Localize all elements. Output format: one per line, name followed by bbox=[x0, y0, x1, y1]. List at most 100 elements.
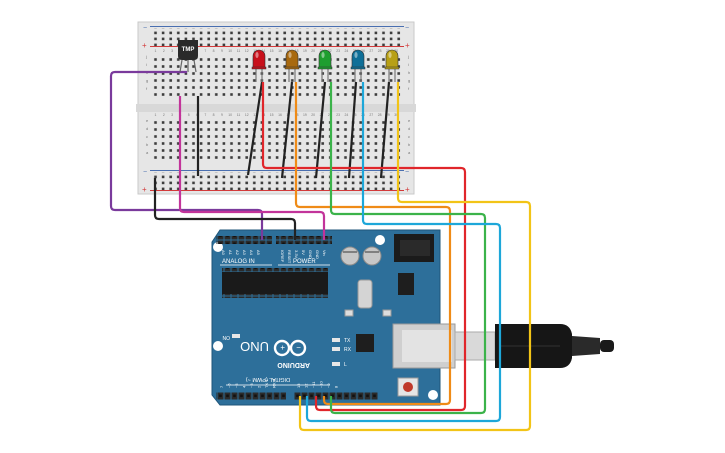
sensor-label: TMP bbox=[182, 47, 195, 53]
mounting-hole bbox=[213, 242, 223, 252]
column-number: 30 bbox=[394, 113, 398, 117]
pin-label: A1 bbox=[228, 250, 233, 256]
wire-yellow[interactable] bbox=[298, 82, 532, 432]
wire-black-jumper[interactable] bbox=[246, 81, 264, 176]
row-letter: f bbox=[408, 86, 410, 91]
top-power-rail[interactable] bbox=[152, 28, 402, 46]
digital-header-high[interactable] bbox=[294, 392, 378, 400]
analog-header[interactable] bbox=[216, 236, 272, 244]
row-letter: e bbox=[146, 118, 149, 123]
column-number: 8 bbox=[213, 49, 215, 53]
column-number: 19 bbox=[303, 49, 307, 53]
arduino-logo: ARDUINO − + UNO bbox=[240, 339, 310, 368]
column-number: 5 bbox=[188, 113, 190, 117]
row-letter: f bbox=[146, 86, 148, 91]
led-green[interactable] bbox=[317, 49, 333, 82]
pin-label: A5 bbox=[256, 250, 261, 256]
usb-port[interactable] bbox=[392, 323, 456, 369]
column-number: 15 bbox=[270, 49, 274, 53]
column-number: 22 bbox=[328, 113, 332, 117]
svg-text:−: − bbox=[405, 169, 409, 176]
svg-text:+: + bbox=[405, 185, 410, 194]
wire-black-jumper[interactable] bbox=[347, 81, 358, 179]
column-number: 9 bbox=[221, 49, 223, 53]
terminal-rows-bottom[interactable] bbox=[152, 118, 402, 160]
wire-green[interactable] bbox=[329, 82, 487, 415]
svg-text:+: + bbox=[280, 343, 285, 352]
led-red[interactable] bbox=[251, 49, 267, 82]
row-letter: c bbox=[408, 134, 410, 139]
led-orange[interactable] bbox=[284, 49, 300, 82]
digital-header-low[interactable] bbox=[216, 392, 286, 400]
column-number: 23 bbox=[336, 49, 340, 53]
pin-label: IOREF bbox=[280, 250, 285, 263]
column-number: 30 bbox=[394, 49, 398, 53]
column-number: 28 bbox=[378, 113, 382, 117]
wire-black-jumper[interactable] bbox=[314, 81, 327, 179]
column-number: 10 bbox=[228, 113, 232, 117]
crystal bbox=[357, 279, 373, 309]
pin-label: A3 bbox=[242, 250, 247, 256]
column-number: 28 bbox=[378, 49, 382, 53]
column-number: 16 bbox=[278, 49, 282, 53]
row-letter: d bbox=[408, 126, 410, 131]
column-number: 2 bbox=[163, 49, 165, 53]
mounting-hole bbox=[375, 235, 385, 245]
pin-label: A4 bbox=[249, 250, 254, 256]
reset-button[interactable] bbox=[397, 377, 419, 397]
row-letter: a bbox=[146, 150, 149, 155]
temperature-sensor[interactable]: TMP bbox=[178, 40, 198, 73]
dc-power-jack[interactable] bbox=[394, 234, 434, 262]
wire-black-gnd[interactable] bbox=[153, 178, 297, 240]
pin-label: 8 bbox=[334, 385, 339, 388]
wire-blue[interactable] bbox=[305, 82, 502, 423]
row-letter: b bbox=[408, 142, 411, 147]
board-model: UNO bbox=[240, 339, 269, 354]
column-number: 18 bbox=[295, 49, 299, 53]
column-number: 20 bbox=[311, 49, 315, 53]
wires bbox=[109, 70, 532, 432]
arduino-logo-text: ARDUINO bbox=[277, 361, 310, 368]
pin-label: 12 bbox=[304, 383, 309, 388]
column-number: 11 bbox=[237, 49, 241, 53]
led-blue[interactable] bbox=[350, 49, 366, 82]
column-number: 12 bbox=[245, 113, 249, 117]
led-group bbox=[251, 49, 400, 82]
power-header[interactable] bbox=[276, 236, 332, 244]
pin-label: 4 bbox=[242, 385, 247, 388]
pin-label: 2 bbox=[257, 385, 262, 388]
wire-black-jumper[interactable] bbox=[280, 81, 294, 179]
column-number: 1 bbox=[155, 113, 157, 117]
tx-led bbox=[332, 338, 340, 342]
usb-interface-chip bbox=[356, 334, 374, 352]
wire-magenta[interactable] bbox=[178, 96, 326, 240]
row-letter: d bbox=[146, 126, 148, 131]
row-letter: h bbox=[408, 70, 410, 75]
rx-led bbox=[332, 347, 340, 351]
breadboard: − + − + − + − + 112233445566778899101011… bbox=[136, 21, 416, 195]
on-label: ON bbox=[222, 334, 230, 340]
capacitor bbox=[362, 246, 382, 266]
mounting-hole bbox=[428, 390, 438, 400]
wire-orange[interactable] bbox=[294, 82, 452, 406]
led-yellow[interactable] bbox=[384, 49, 400, 82]
column-number: 13 bbox=[253, 49, 257, 53]
pin-label: GND bbox=[308, 250, 313, 259]
bottom-power-rail[interactable] bbox=[152, 172, 402, 190]
column-number: 2 bbox=[163, 113, 165, 117]
svg-text:−: − bbox=[296, 343, 301, 352]
wire-black-jumper[interactable] bbox=[379, 81, 391, 179]
column-number: 8 bbox=[213, 113, 215, 117]
row-letter: b bbox=[146, 142, 149, 147]
row-letter: g bbox=[146, 78, 148, 83]
svg-text:+: + bbox=[405, 41, 410, 50]
svg-text:−: − bbox=[143, 169, 147, 176]
pin-label: TX 1 bbox=[264, 379, 269, 388]
l-label: L bbox=[344, 362, 347, 368]
column-number: 27 bbox=[369, 49, 373, 53]
terminal-rows-top[interactable] bbox=[152, 54, 402, 96]
wire-red[interactable] bbox=[261, 82, 467, 412]
on-led bbox=[232, 334, 240, 338]
